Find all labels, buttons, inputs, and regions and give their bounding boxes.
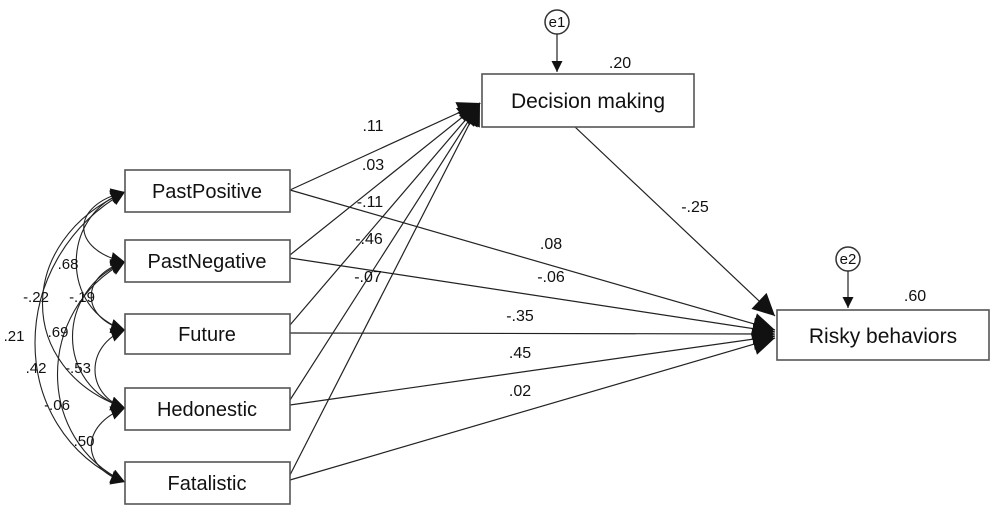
cov-pp-fa: .42 bbox=[26, 360, 47, 377]
path-hedonestic-to-decision bbox=[289, 102, 481, 401]
coef-pastnegative-decision: .03 bbox=[362, 157, 384, 174]
path-pastpositive-to-decision bbox=[289, 102, 481, 191]
cov-pp-fu: -.22 bbox=[23, 289, 49, 306]
path-decision-to-risky bbox=[574, 126, 776, 317]
paths-to-risky bbox=[289, 126, 776, 481]
cov-arc-pastpositive-hedonestic bbox=[41, 191, 126, 411]
coef-decision-risky: -.25 bbox=[681, 199, 709, 216]
node-future-label: Future bbox=[178, 324, 236, 346]
path-future-to-risky bbox=[289, 322, 776, 345]
error-e1: e1 bbox=[544, 9, 570, 72]
path-hedonestic-to-risky bbox=[289, 328, 776, 406]
node-pastpositive-label: PastPositive bbox=[152, 181, 262, 203]
path-pastnegative-to-risky bbox=[289, 257, 776, 340]
path-pastnegative-to-decision bbox=[289, 102, 481, 256]
node-hedonestic-label: Hedonestic bbox=[157, 399, 257, 421]
cov-pp-pn: .68 bbox=[58, 256, 79, 273]
node-fatalistic: Fatalistic bbox=[124, 461, 291, 505]
node-hedonestic: Hedonestic bbox=[124, 387, 291, 431]
rsq-decision-making: .20 bbox=[609, 55, 631, 72]
coef-fatalistic-risky: .02 bbox=[509, 383, 531, 400]
coef-pastnegative-risky: -.06 bbox=[537, 269, 565, 286]
path-future-to-decision bbox=[289, 102, 481, 326]
cov-fu-he: -.53 bbox=[65, 360, 91, 377]
cov-pn-fu: -.19 bbox=[69, 289, 95, 306]
coef-hedonestic-risky: .45 bbox=[509, 345, 531, 362]
rsq-risky-behaviors: .60 bbox=[904, 288, 926, 305]
cov-arc-pastnegative-fatalistic bbox=[57, 261, 126, 483]
cov-arc-pastnegative-hedonestic bbox=[71, 260, 126, 411]
coef-future-decision: -.11 bbox=[357, 194, 383, 211]
node-risky-behaviors: Risky behaviors bbox=[776, 309, 990, 361]
cov-arc-pastpositive-future bbox=[75, 190, 126, 333]
covariance-arcs bbox=[34, 188, 126, 485]
path-fatalistic-to-decision bbox=[289, 102, 481, 476]
cov-pn-he: .69 bbox=[48, 324, 69, 341]
error-e2-label: e2 bbox=[840, 251, 857, 268]
coef-pastpositive-decision: .11 bbox=[362, 118, 383, 135]
paths-to-decision bbox=[289, 102, 481, 476]
node-decision-making: Decision making bbox=[481, 73, 695, 128]
node-fatalistic-label: Fatalistic bbox=[168, 473, 247, 495]
node-pastpositive: PastPositive bbox=[124, 169, 291, 213]
path-fatalistic-to-risky bbox=[289, 333, 776, 481]
error-e1-label: e1 bbox=[549, 14, 566, 31]
coef-fatalistic-decision: -.07 bbox=[354, 269, 382, 286]
cov-pn-fa: -.06 bbox=[44, 397, 70, 414]
coef-future-risky: -.35 bbox=[506, 308, 534, 325]
node-risky-behaviors-label: Risky behaviors bbox=[809, 325, 957, 348]
cov-arc-hedonestic-fatalistic bbox=[90, 406, 126, 485]
cov-he-fa: .50 bbox=[74, 433, 95, 450]
coef-hedonestic-decision: -.46 bbox=[355, 231, 383, 248]
node-decision-making-label: Decision making bbox=[511, 90, 665, 113]
path-pastpositive-to-risky bbox=[289, 189, 776, 335]
cov-arc-pastpositive-fatalistic bbox=[34, 191, 126, 483]
coef-pastpositive-risky: .08 bbox=[540, 236, 562, 253]
error-e2: e2 bbox=[835, 246, 861, 308]
node-future: Future bbox=[124, 313, 291, 355]
cov-pp-he: .21 bbox=[4, 328, 25, 345]
node-pastnegative-label: PastNegative bbox=[148, 251, 267, 273]
node-pastnegative: PastNegative bbox=[124, 239, 291, 283]
